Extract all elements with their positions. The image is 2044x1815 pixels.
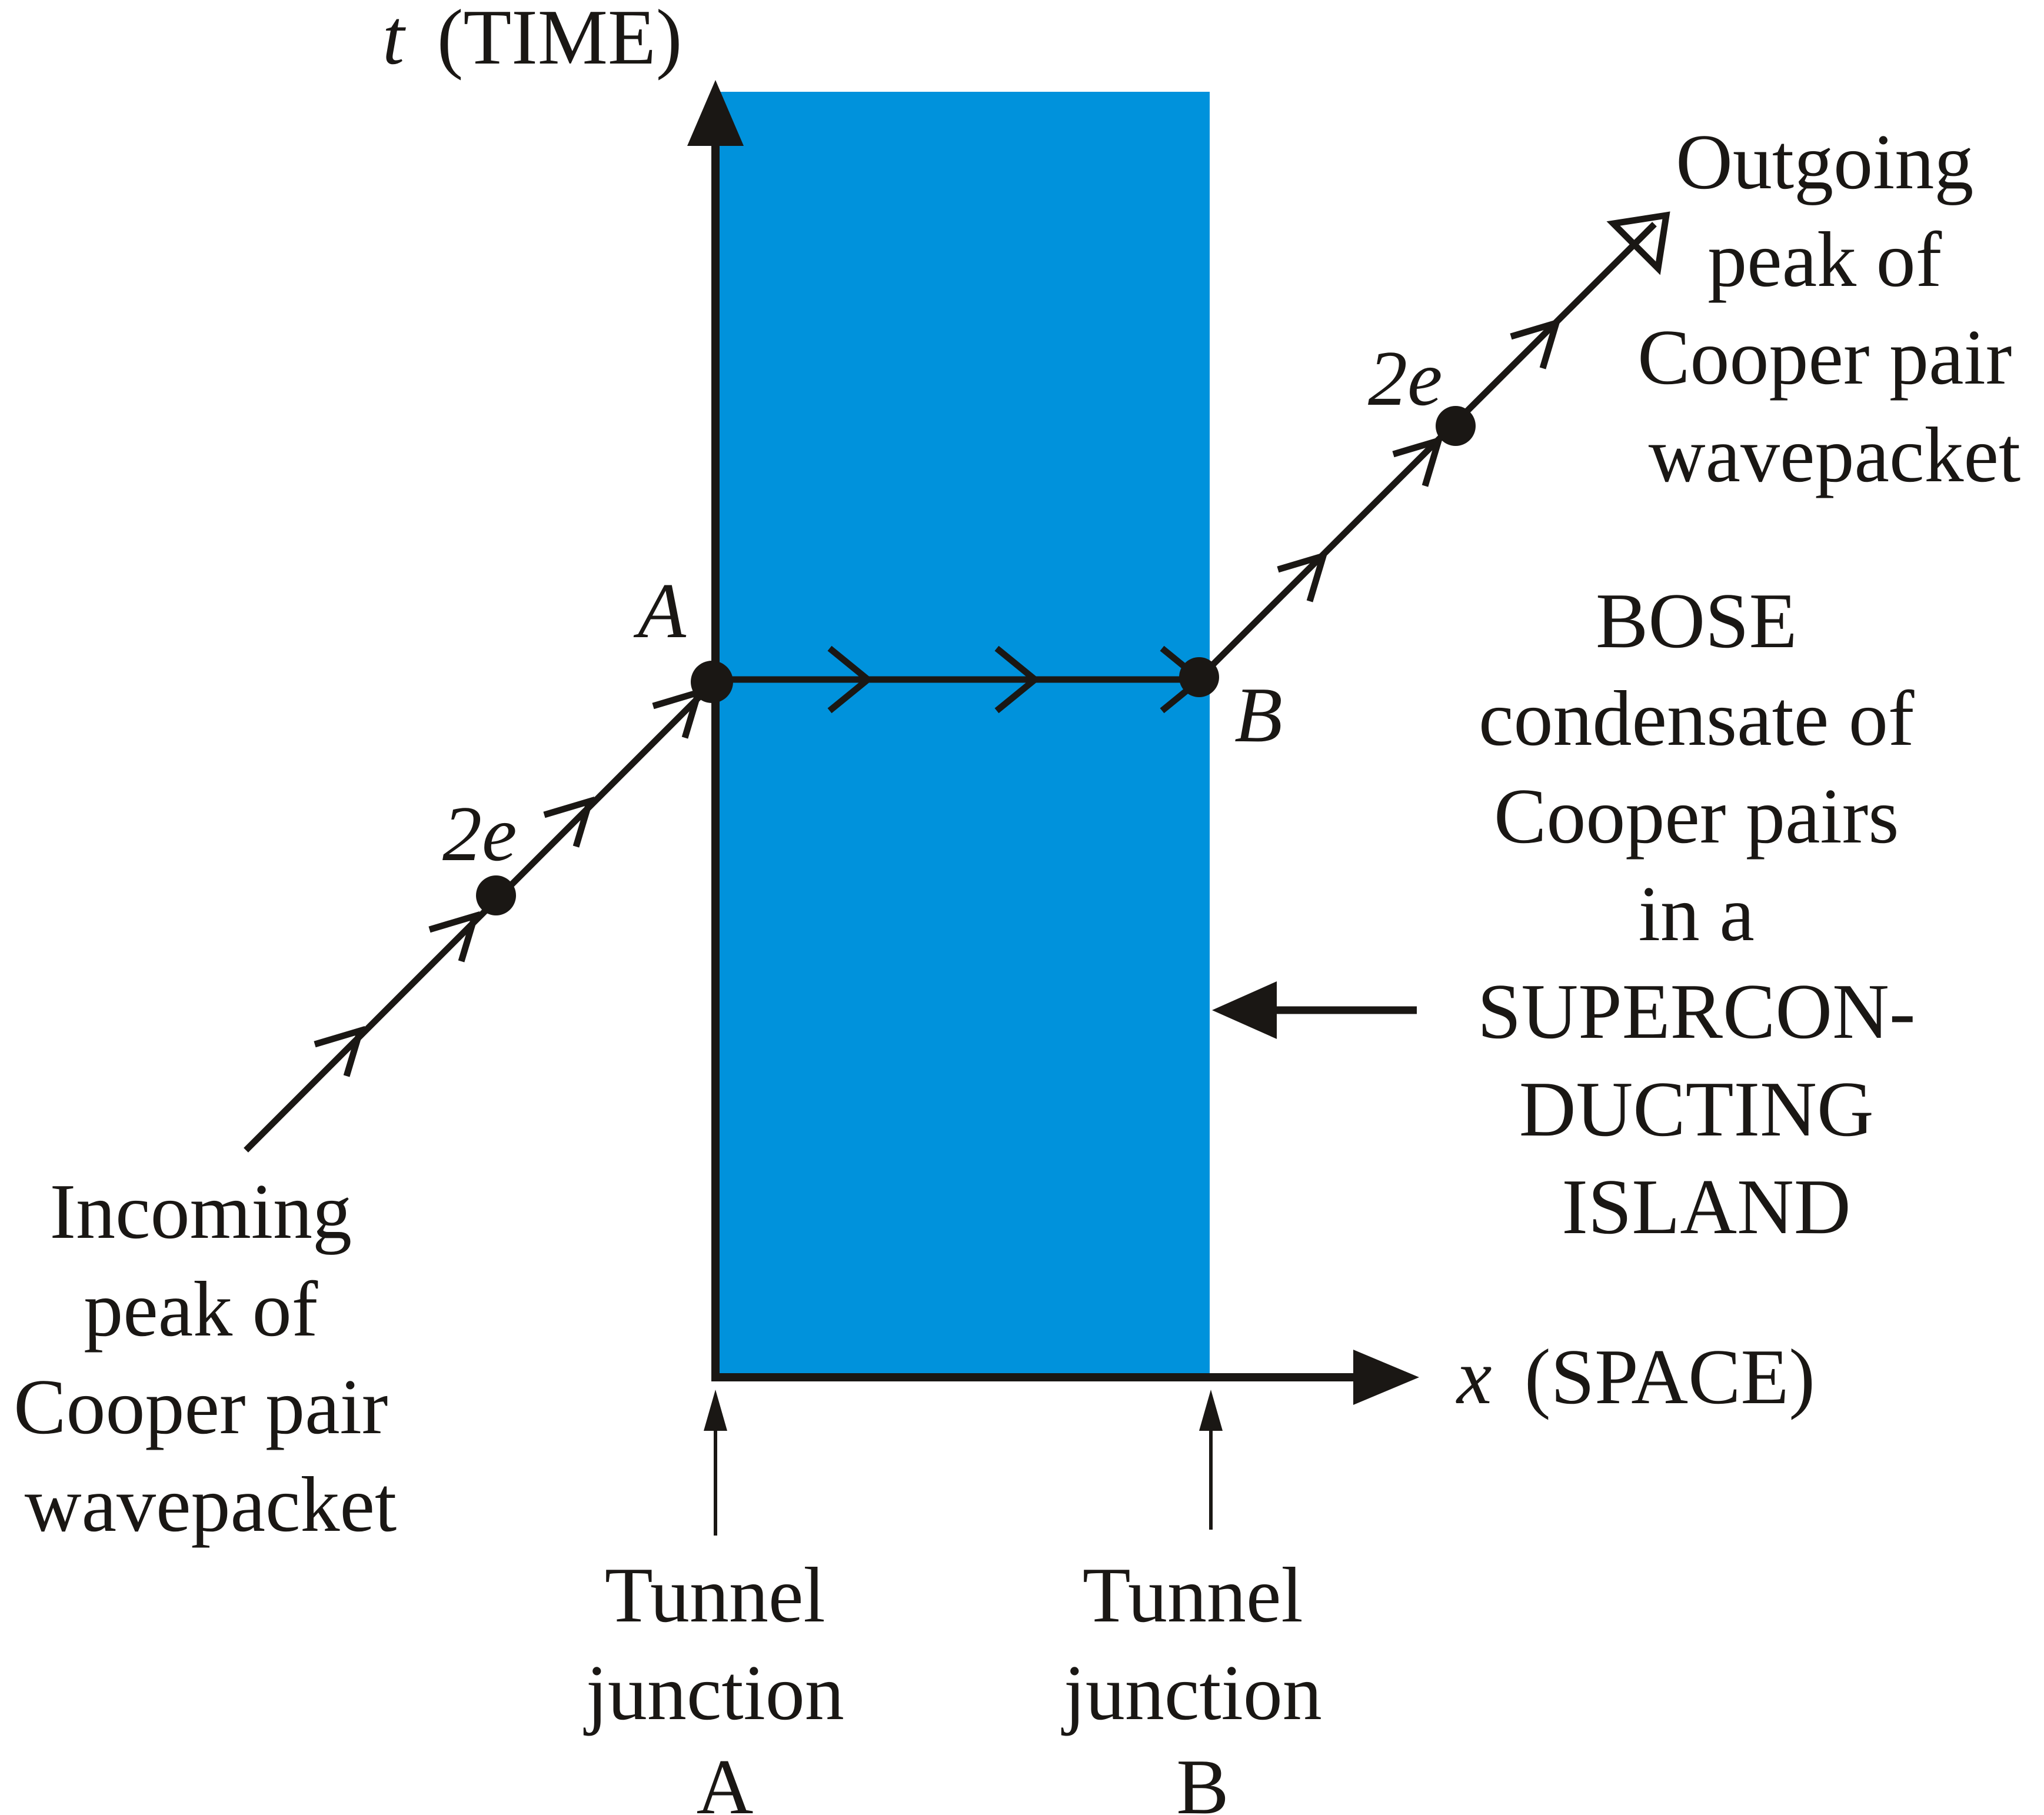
superconducting-island [715,92,1210,1377]
direction-chevrons [314,318,1562,1077]
island-pointer-arrow [1212,981,1417,1039]
outgoing-arrowhead [1606,211,1670,275]
cooper-pair-worldline [244,222,1657,1153]
point-b-dot [1179,657,1219,697]
space-axis [711,1350,1419,1405]
outgoing-charge-dot [1436,406,1476,446]
point-a-dot [691,661,733,703]
point-a-label: A [633,567,687,654]
point-b-label: B [1234,671,1283,758]
junction-a-arrow [704,1390,727,1536]
time-axis [687,80,744,1377]
time-axis-label: t (TIME) [382,0,682,81]
incoming-caption: Incoming peak of Cooper pair wavepacket [14,1168,408,1548]
junction-b-caption: Tunnel junction B [1061,1551,1342,1815]
island-caption: BOSE condensate of Cooper pairs in a SUP… [1477,577,1935,1250]
space-axis-label: x (SPACE) [1456,1333,1815,1420]
junction-a-caption: Tunnel junction A [584,1551,864,1815]
outgoing-charge-label: 2e [1368,335,1442,422]
junction-b-arrow [1199,1390,1223,1530]
incoming-charge-dot [476,875,516,915]
incoming-charge-label: 2e [442,790,517,877]
outgoing-caption: Outgoing peak of Cooper pair wavepacket [1637,118,2032,498]
